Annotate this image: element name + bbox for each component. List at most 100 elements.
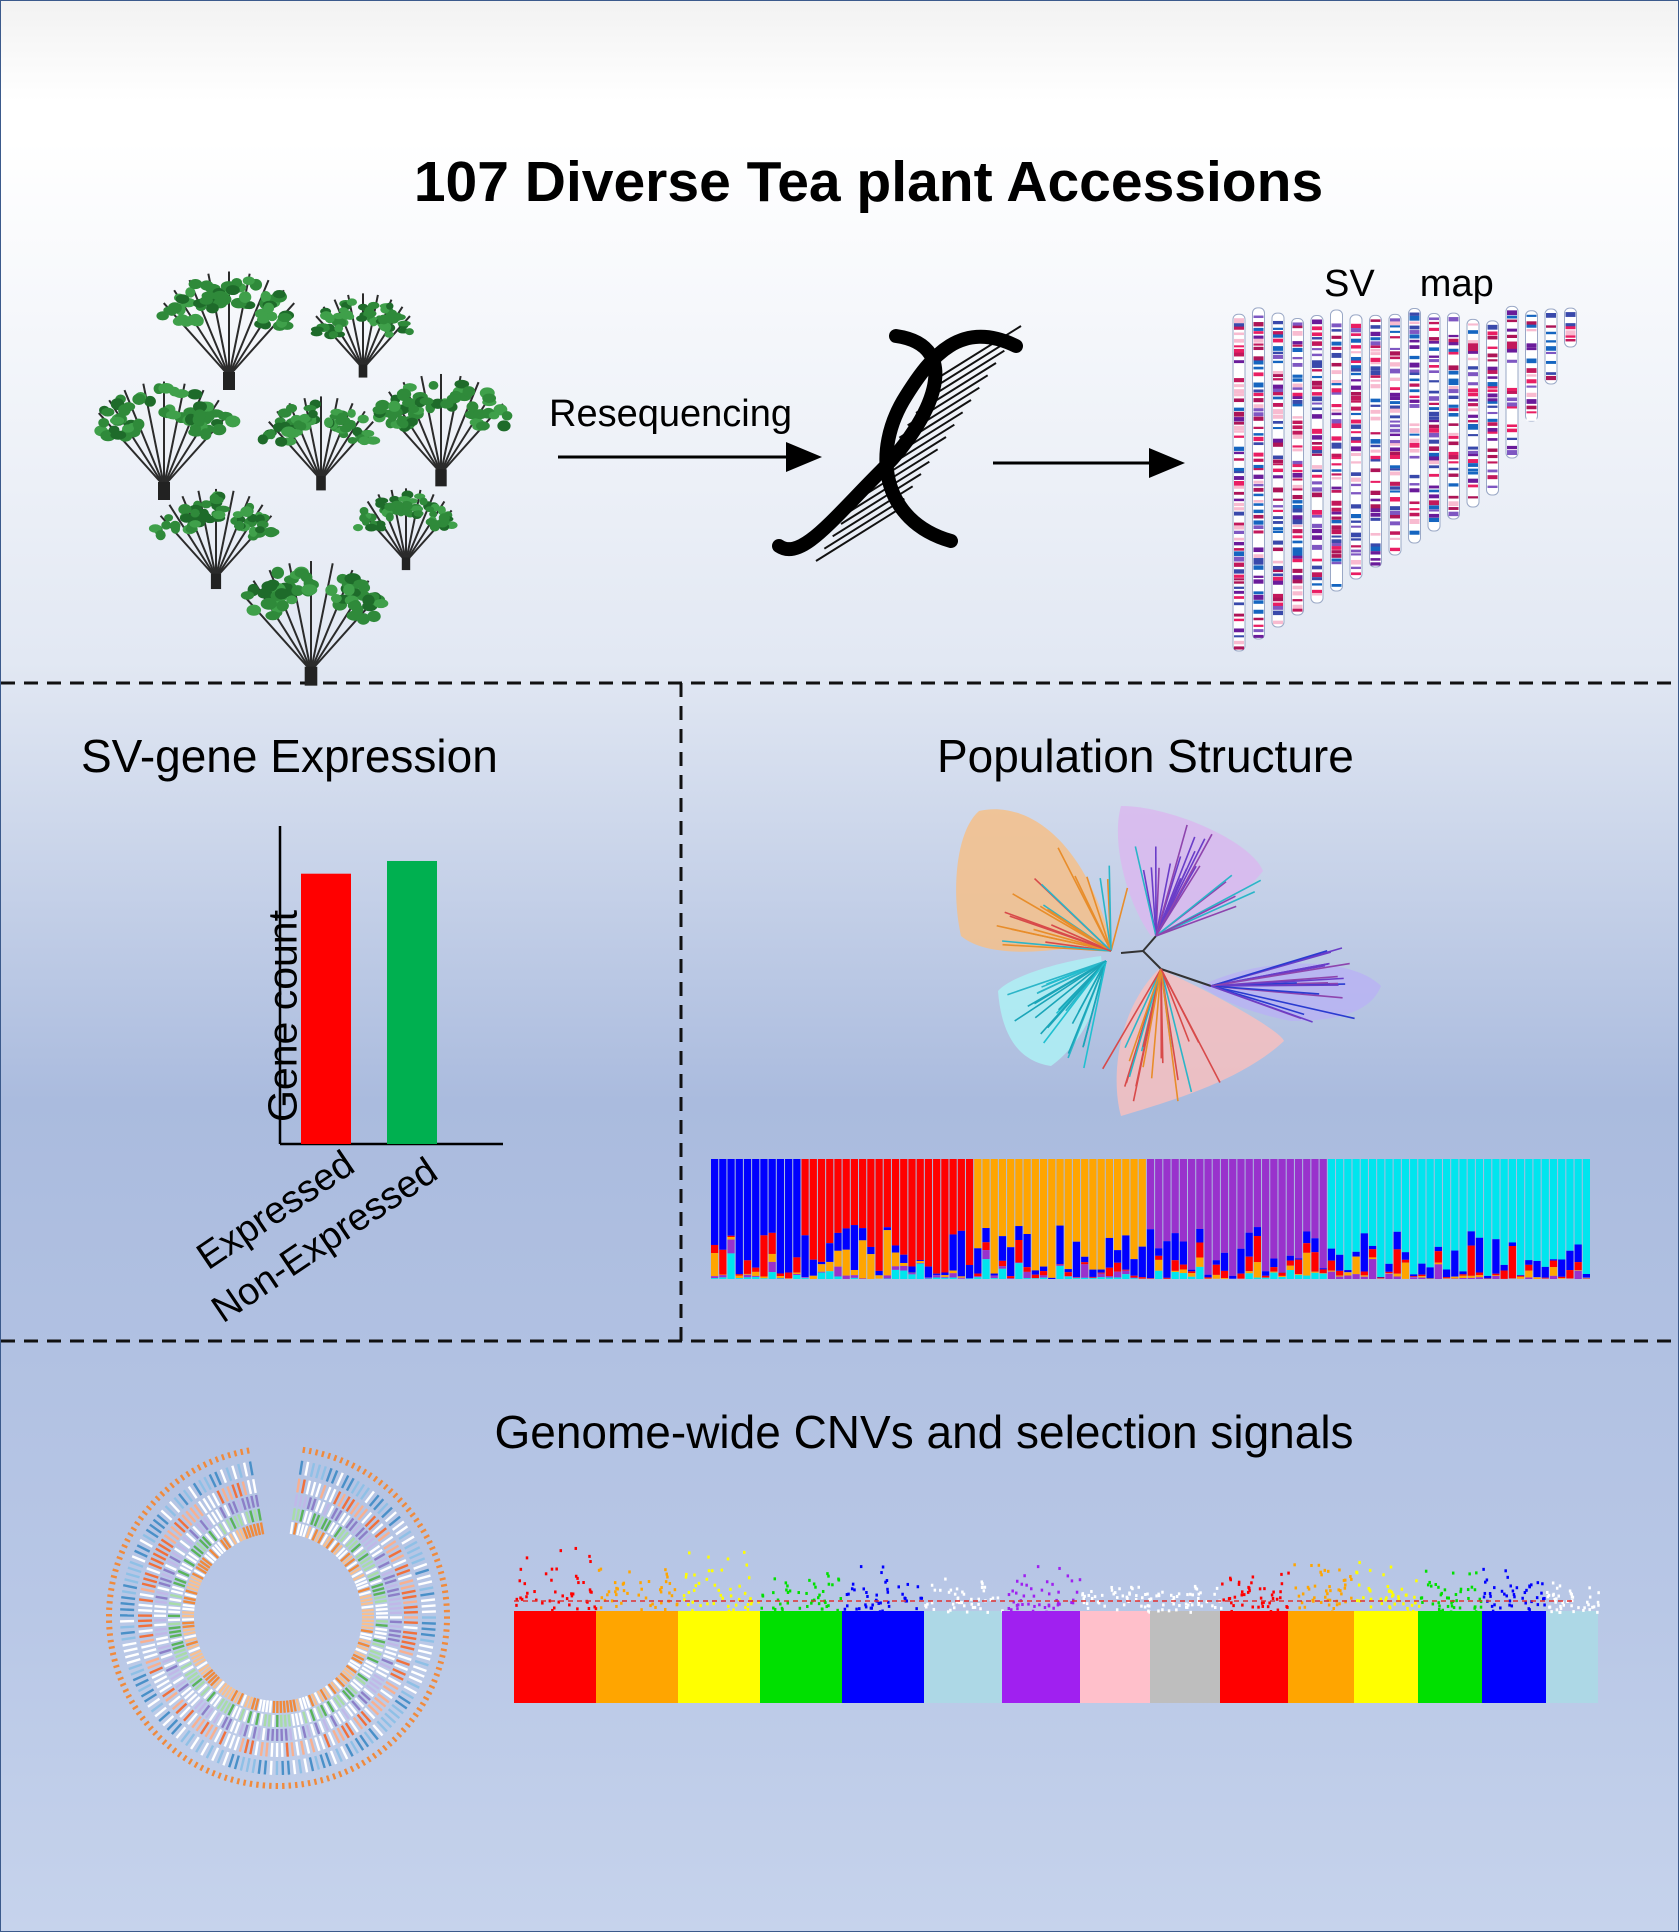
circos-band — [361, 1619, 374, 1623]
manhattan-chromosome — [1354, 1611, 1418, 1703]
snp-point — [1491, 1609, 1495, 1613]
circos-band — [354, 1650, 366, 1658]
circos-band — [384, 1650, 397, 1657]
admixture-segment — [916, 1263, 924, 1279]
circos-band — [190, 1575, 203, 1583]
circos-band — [327, 1521, 336, 1534]
admixture-segment — [1344, 1159, 1352, 1271]
circos-band — [286, 1760, 291, 1775]
manhattan-chromosome — [1546, 1611, 1598, 1703]
admixture-segment — [1475, 1272, 1484, 1276]
snp-point — [713, 1583, 717, 1587]
snp-point — [747, 1576, 751, 1580]
admixture-segment — [842, 1249, 850, 1276]
snp-point — [977, 1597, 980, 1601]
admixture-segment — [1023, 1278, 1031, 1279]
snp-point — [1328, 1585, 1331, 1589]
circos-band — [176, 1655, 189, 1663]
circos-band — [351, 1523, 362, 1535]
circos-band — [257, 1508, 262, 1521]
circos-band — [292, 1699, 297, 1712]
circos-band — [335, 1677, 346, 1688]
snp-point — [597, 1568, 601, 1572]
admixture-segment — [1525, 1277, 1533, 1279]
chromosome — [1466, 318, 1480, 508]
snp-point — [647, 1579, 651, 1583]
snp-point — [615, 1604, 618, 1608]
circos-band — [121, 1543, 128, 1549]
circos-band — [340, 1745, 349, 1760]
circos-band — [124, 1537, 131, 1543]
circos-band — [115, 1670, 122, 1675]
circos-band — [242, 1709, 249, 1722]
admixture-segment — [867, 1254, 875, 1279]
circos-band — [234, 1721, 241, 1734]
admixture-segment — [1401, 1259, 1410, 1263]
circos-band — [209, 1726, 218, 1741]
circos-band — [182, 1536, 194, 1546]
admixture-segment — [957, 1230, 965, 1277]
circos-band — [242, 1527, 249, 1540]
snp-point — [644, 1596, 648, 1600]
circos-band — [282, 1700, 286, 1713]
circos-band — [225, 1718, 233, 1731]
snp-point — [887, 1600, 890, 1604]
admixture-segment — [1245, 1232, 1253, 1257]
tree-branch — [1124, 968, 1162, 1048]
circos-band — [292, 1760, 297, 1775]
snp-point — [1110, 1588, 1114, 1592]
circos-band — [173, 1496, 185, 1510]
admixture-segment — [711, 1278, 719, 1279]
circos-band — [239, 1756, 246, 1771]
circos-band — [397, 1694, 411, 1705]
admixture-segment — [711, 1276, 719, 1279]
admixture-segment — [941, 1159, 949, 1273]
circos-band — [325, 1775, 331, 1782]
snp-point — [1125, 1595, 1129, 1599]
snp-point — [1007, 1593, 1011, 1597]
circos-band — [151, 1670, 166, 1680]
admixture-segment — [924, 1266, 933, 1278]
admixture-segment — [891, 1269, 900, 1279]
circos-band — [364, 1707, 376, 1720]
admixture-segment — [1442, 1278, 1451, 1279]
snp-point — [550, 1578, 553, 1582]
circos-band — [380, 1716, 393, 1729]
snp-point — [981, 1585, 984, 1589]
snp-point — [1086, 1606, 1090, 1610]
admixture-segment — [1516, 1275, 1525, 1277]
admixture-segment — [1188, 1159, 1196, 1270]
admixture-segment — [900, 1159, 908, 1255]
manhattan-chromosome — [596, 1611, 678, 1703]
circos-band — [153, 1675, 168, 1684]
admixture-segment — [1171, 1159, 1179, 1234]
circos-band — [370, 1645, 384, 1652]
circos-band — [183, 1689, 195, 1700]
admixture-segment — [1492, 1275, 1500, 1279]
admixture-segment — [1039, 1275, 1048, 1278]
circos-band — [409, 1512, 416, 1518]
circos-band — [379, 1565, 392, 1573]
circos-band — [243, 1739, 250, 1754]
circos-band — [416, 1522, 424, 1529]
circos-band — [175, 1651, 188, 1659]
snp-point — [1157, 1592, 1160, 1596]
circos-band — [228, 1734, 236, 1749]
snp-point — [1596, 1610, 1599, 1614]
admixture-segment — [1401, 1262, 1410, 1279]
admixture-segment — [1566, 1250, 1574, 1271]
snp-point — [622, 1581, 626, 1585]
admixture-segment — [1171, 1271, 1179, 1279]
snp-point — [761, 1594, 765, 1598]
snp-point — [886, 1590, 890, 1594]
circos-band — [431, 1552, 439, 1557]
snp-point — [1066, 1574, 1070, 1578]
snp-point — [1246, 1590, 1250, 1594]
circos-band — [208, 1458, 214, 1466]
admixture-segment — [1196, 1257, 1204, 1267]
circos-band — [263, 1714, 268, 1727]
circos-band — [323, 1702, 332, 1715]
admixture-segment — [793, 1273, 801, 1276]
circos-band — [310, 1693, 318, 1706]
snp-point — [1262, 1600, 1265, 1604]
